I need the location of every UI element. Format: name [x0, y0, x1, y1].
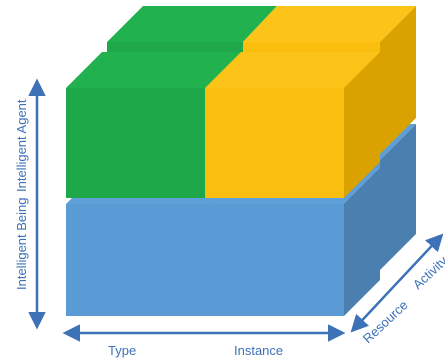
- depth-axis-arrow: [350, 233, 444, 333]
- vertical-upper-label: Intelligent Agent: [14, 99, 29, 192]
- cube-front-yellow-right: [205, 52, 380, 198]
- horizontal-left-label: Type: [108, 343, 136, 358]
- depth-near-label: Resource: [360, 297, 411, 346]
- depth-far-label: Activity: [410, 253, 445, 292]
- vertical-lower-label: Intelligent Being: [14, 197, 29, 290]
- horizontal-right-label: Instance: [234, 343, 283, 358]
